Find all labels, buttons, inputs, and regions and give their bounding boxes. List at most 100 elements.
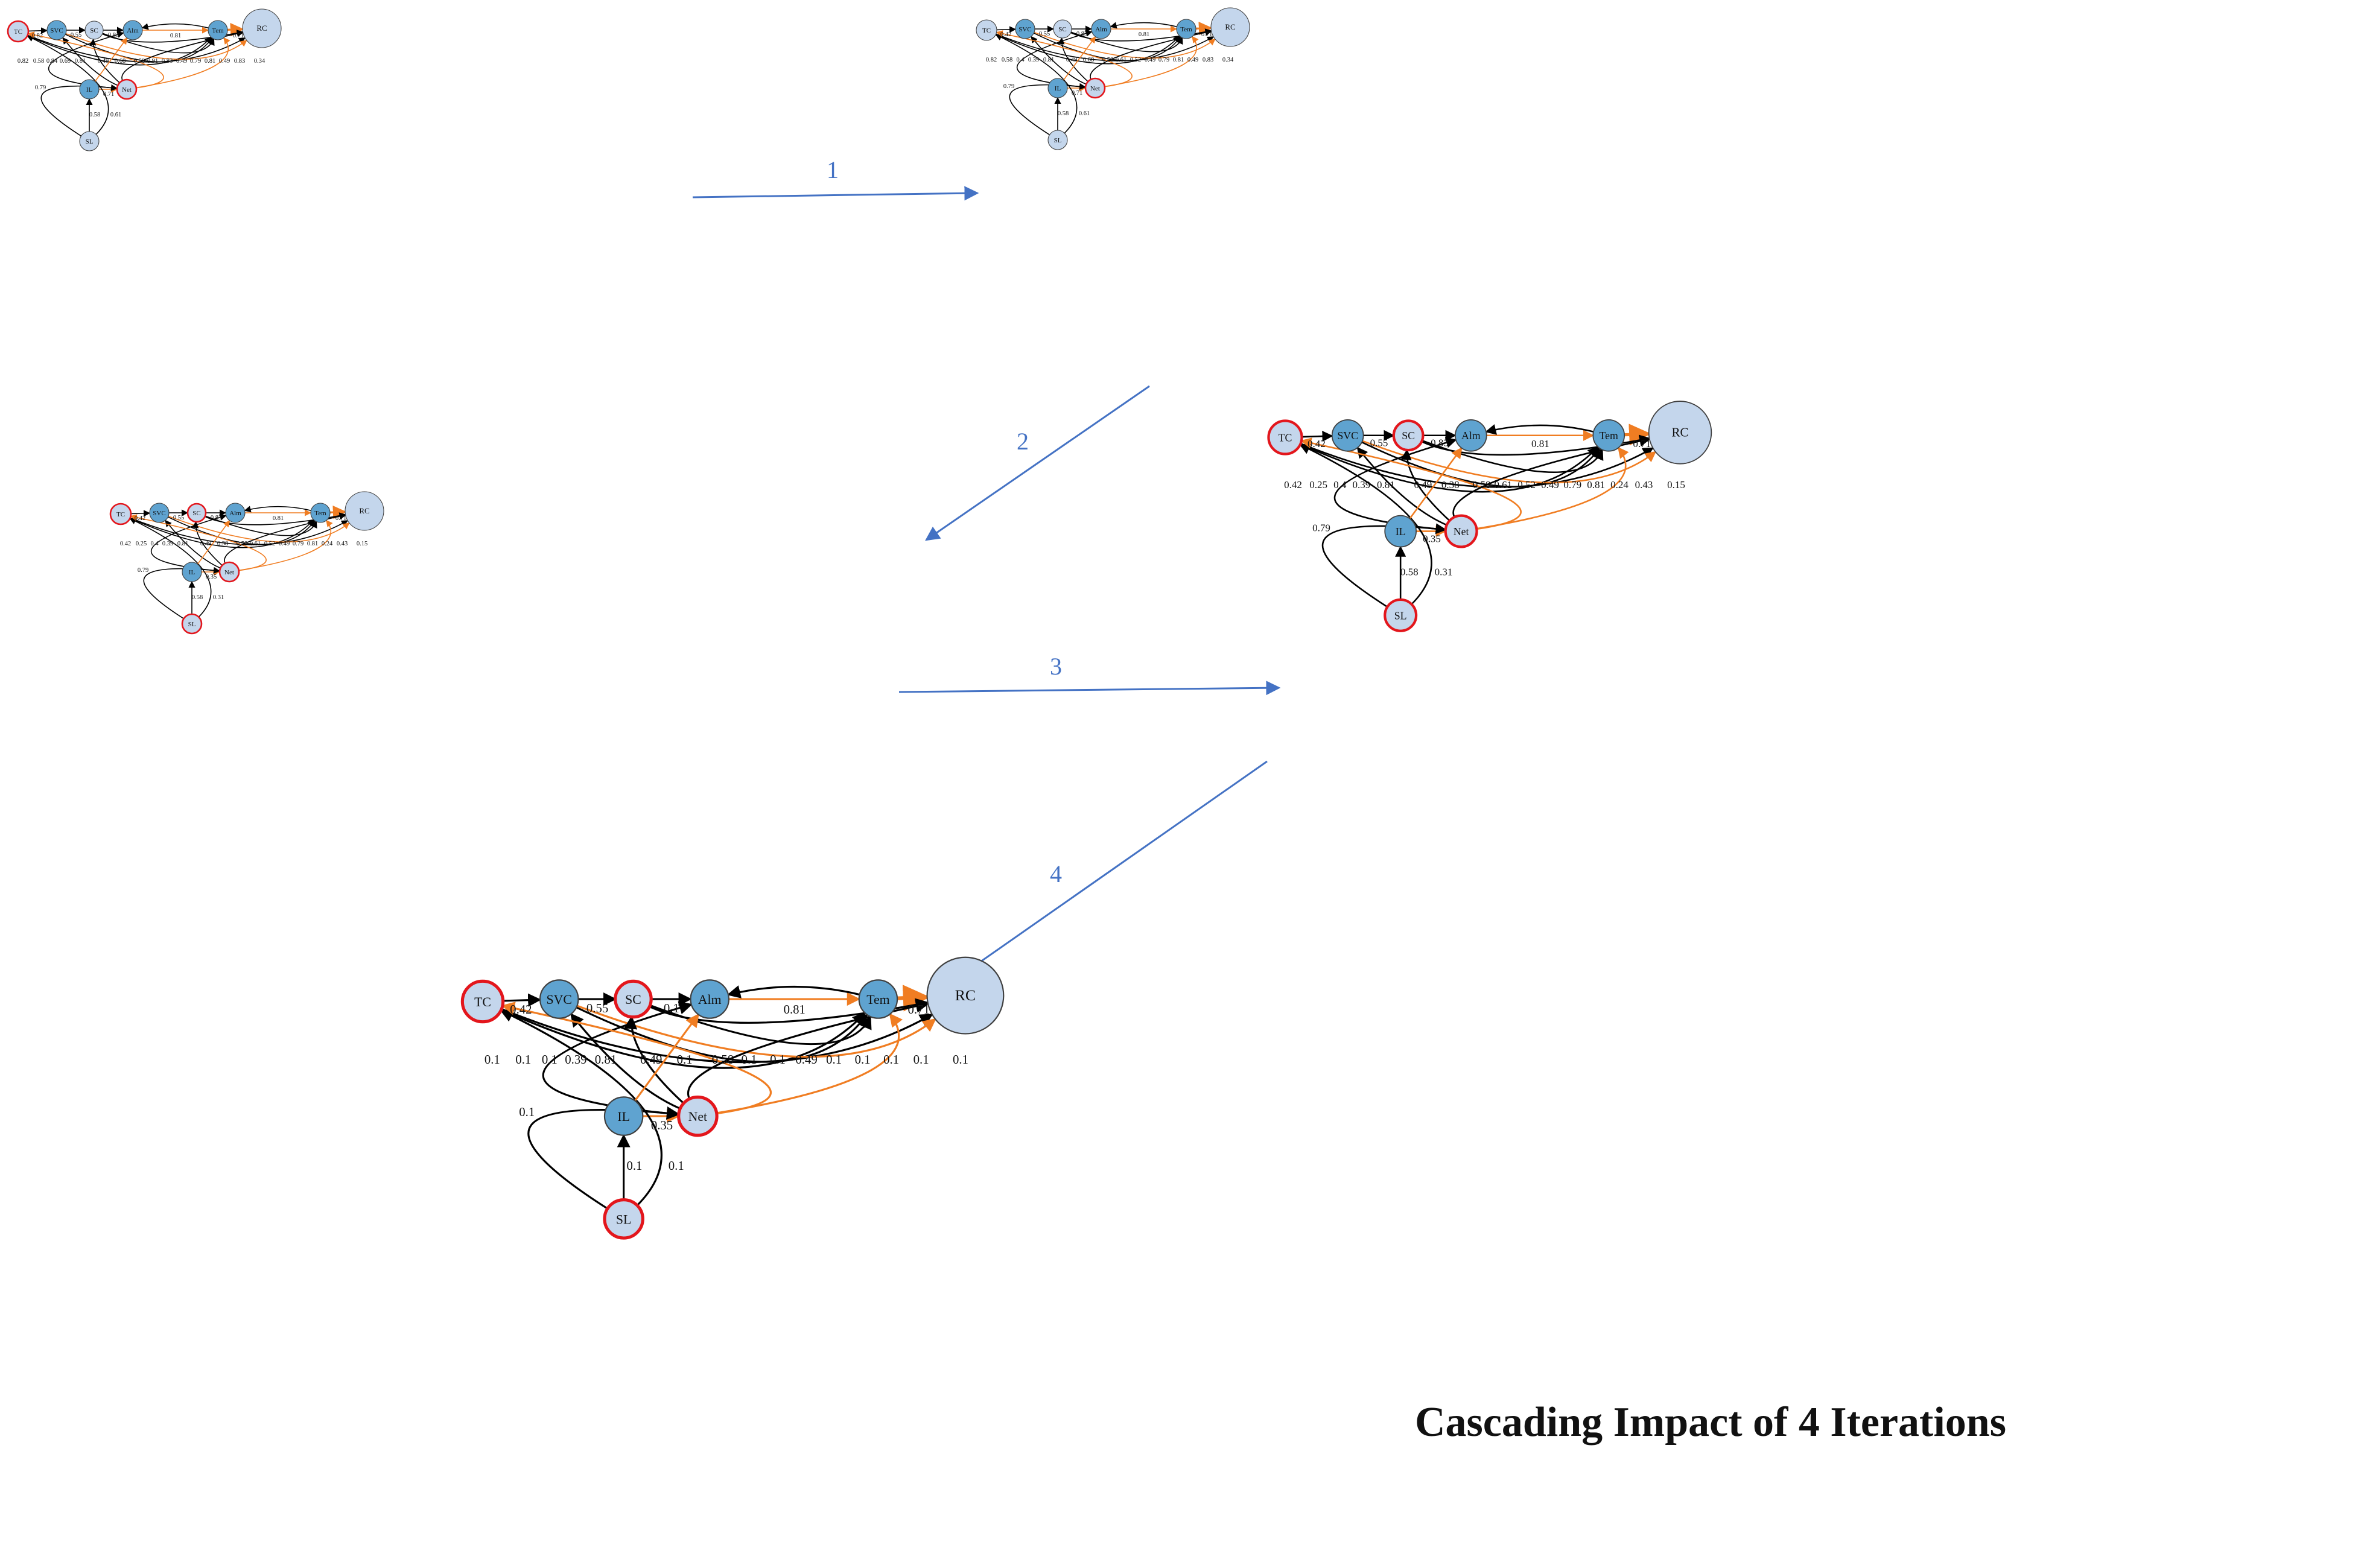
node-tc: TC [7, 20, 30, 43]
edge-weight-label: 0.71 [1072, 90, 1082, 97]
node-net: Net [677, 1095, 719, 1137]
edge-weight-label: 0.49 [1145, 57, 1155, 63]
node-label: IL [617, 1109, 630, 1124]
edge-weight-label: 0.81 [595, 1053, 617, 1067]
edge-weight-label: 0.49 [1066, 57, 1077, 63]
edge-weight-label: 0.79 [35, 84, 46, 91]
node-tc: TC [976, 19, 997, 41]
edge-weight-label: 0.35 [206, 574, 217, 580]
node-circle [1592, 419, 1625, 452]
edge-weight-label: 0.81 [75, 58, 86, 65]
node-circle [976, 19, 997, 41]
edge-il-to-alm [1409, 447, 1463, 519]
transition-arrow-2: 2 [925, 385, 1150, 541]
edge-svc-to-rc [168, 515, 350, 543]
node-label: Alm [229, 510, 241, 517]
edge-weight-label: 0.71 [103, 91, 114, 98]
node-tem: Tem [858, 979, 898, 1019]
edge-weight-label: 0.52 [264, 541, 275, 547]
node-circle [149, 503, 170, 523]
edge-weight-label: 0.42 [510, 1003, 532, 1017]
edge-weight-label: 0.49 [795, 1053, 817, 1067]
node-svc: SVC [1331, 419, 1364, 452]
edge-weight-label: 0.4 [1333, 479, 1347, 490]
edge-weight-label: 0.49 [279, 541, 290, 547]
edge-net-to-sc [192, 521, 223, 566]
node-label: Net [224, 569, 234, 576]
edge-net-to-tc [1300, 437, 1522, 530]
node-rc: RC [242, 8, 282, 48]
node-sc: SC [84, 21, 104, 40]
edge-svc-to-rc [1034, 31, 1216, 59]
edge-il-to-alm [1063, 36, 1096, 81]
edge-weight-label: 0.81 [170, 33, 181, 39]
node-label: Tem [314, 510, 326, 517]
node-label: SC [192, 510, 200, 517]
node-sl: SL [1384, 598, 1418, 632]
edge-weight-label: 0.52 [1130, 57, 1141, 63]
transition-arrow-1: 1 [692, 156, 979, 201]
node-net: Net [1084, 77, 1106, 99]
edge-weight-label: 0.1 [953, 1053, 968, 1067]
node-circle [1648, 401, 1712, 465]
edge-weight-label: 0.71 [335, 515, 346, 522]
edge-net-to-tc [501, 1001, 772, 1115]
edge-weight-label: 0.81 [273, 515, 284, 522]
edge-weight-label: 0.1 [626, 1159, 642, 1173]
edge-net-to-tem [716, 1013, 903, 1114]
edge-il-to-alm [197, 519, 230, 565]
edge-weight-label: 0.83 [162, 58, 173, 65]
edge-weight-label: 0.79 [1312, 522, 1330, 534]
node-circle [225, 503, 246, 523]
edge-tem-to-rc [897, 985, 930, 1012]
node-rc: RC [1210, 7, 1250, 47]
node-label: IL [189, 569, 195, 576]
edge-tc-to-svc [503, 993, 542, 1007]
node-circle [1454, 419, 1487, 452]
edge-weight-label: 0.83 [108, 32, 119, 39]
edge-weight-label: 0.35 [651, 1119, 673, 1132]
node-circle [1047, 130, 1068, 150]
edge-weight-label: 0.1 [914, 1053, 929, 1067]
edge-tc-to-rc [501, 1008, 933, 1064]
edge-net-to-tem [238, 519, 333, 571]
edge-net-to-sc [89, 38, 120, 83]
node-circle [310, 503, 331, 523]
node-sc: SC [1392, 419, 1425, 452]
node-circle [109, 503, 132, 525]
edge-weight-label: 0.1 [770, 1053, 786, 1067]
node-label: TC [1279, 431, 1292, 443]
edge-weight-label: 0.25 [136, 541, 147, 547]
node-label: Alm [1095, 26, 1107, 33]
transition-line [931, 760, 1268, 997]
edge-weight-label: 0.38 [1441, 479, 1460, 490]
node-circle [1047, 78, 1068, 98]
node-sc: SC [186, 503, 207, 523]
node-tem: Tem [208, 20, 228, 40]
edge-weight-label: 0.81 [1377, 479, 1395, 490]
edge-net-to-rc [687, 999, 930, 1100]
edge-tem-to-alm [1485, 424, 1594, 435]
edge-weight-label: 0.58 [192, 594, 203, 601]
node-tc: TC [109, 503, 132, 525]
edge-weight-label: 0.52 [1517, 479, 1536, 490]
edge-weight-label: 0.83 [234, 58, 245, 65]
edge-sl-to-tc [27, 35, 109, 135]
node-circle [46, 20, 67, 40]
edge-weight-label: 0.58 [33, 58, 44, 65]
transition-arrow-4: 4 [931, 760, 1268, 997]
edge-weight-label: 0.42 [1000, 31, 1011, 38]
edge-tc-to-rc [996, 33, 1215, 62]
edge-weight-label: 0.81 [784, 1003, 806, 1017]
edge-weight-label: 0.58 [237, 541, 247, 547]
edge-weight-label: 0.79 [190, 58, 201, 65]
edge-weight-label: 0.42 [1284, 479, 1302, 490]
edge-tem-to-alm [1110, 22, 1177, 29]
edge-weight-label: 0.25 [1309, 479, 1327, 490]
edge-weight-label: 0.1 [664, 1001, 679, 1015]
node-net: Net [1444, 514, 1478, 548]
edge-weight-label: 0.79 [1003, 83, 1014, 90]
edge-weight-label: 0.55 [173, 515, 184, 521]
edge-weight-label: 0.42 [135, 515, 145, 522]
edge-tc-to-svc [1301, 431, 1333, 442]
